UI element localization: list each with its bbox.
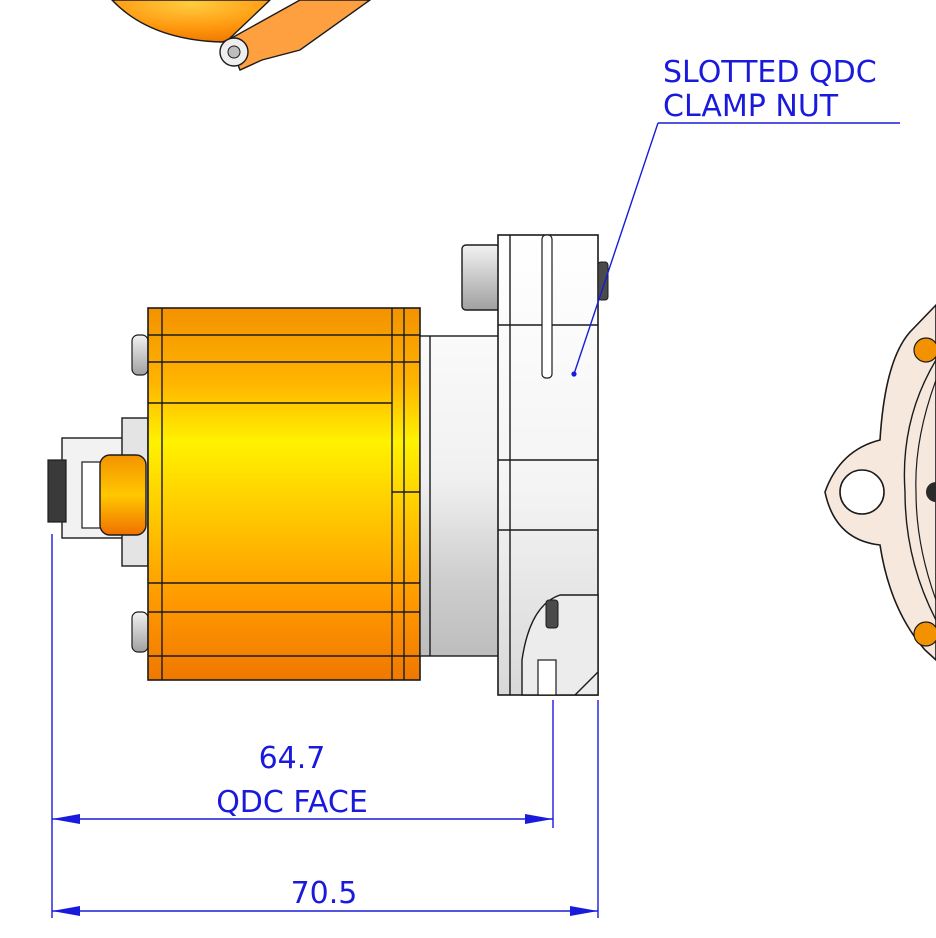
arrowhead-icon bbox=[52, 814, 80, 824]
callout-label-line1: SLOTTED QDC bbox=[663, 55, 877, 90]
adapter-cylinder bbox=[419, 335, 501, 657]
qdc-flange-end-view-partial bbox=[824, 303, 936, 662]
callout-label-line2: CLAMP NUT bbox=[663, 89, 839, 124]
dimension-overall bbox=[52, 700, 599, 918]
arrowhead-icon bbox=[570, 906, 598, 916]
dimension-qdc-face-value: 64.7 bbox=[259, 741, 326, 776]
arrowhead-icon bbox=[525, 814, 553, 824]
dimension-qdc-face-label: QDC FACE bbox=[216, 785, 368, 820]
motor-body bbox=[147, 307, 421, 681]
dimension-overall-value: 70.5 bbox=[291, 876, 358, 911]
dimension-qdc-face bbox=[51, 534, 554, 918]
arrowhead-icon bbox=[52, 906, 80, 916]
shaft-coupling bbox=[47, 417, 149, 567]
callout-leader bbox=[571, 122, 900, 377]
slotted-qdc-clamp-nut bbox=[461, 234, 609, 696]
upper-motor-housing-partial bbox=[111, 0, 372, 71]
